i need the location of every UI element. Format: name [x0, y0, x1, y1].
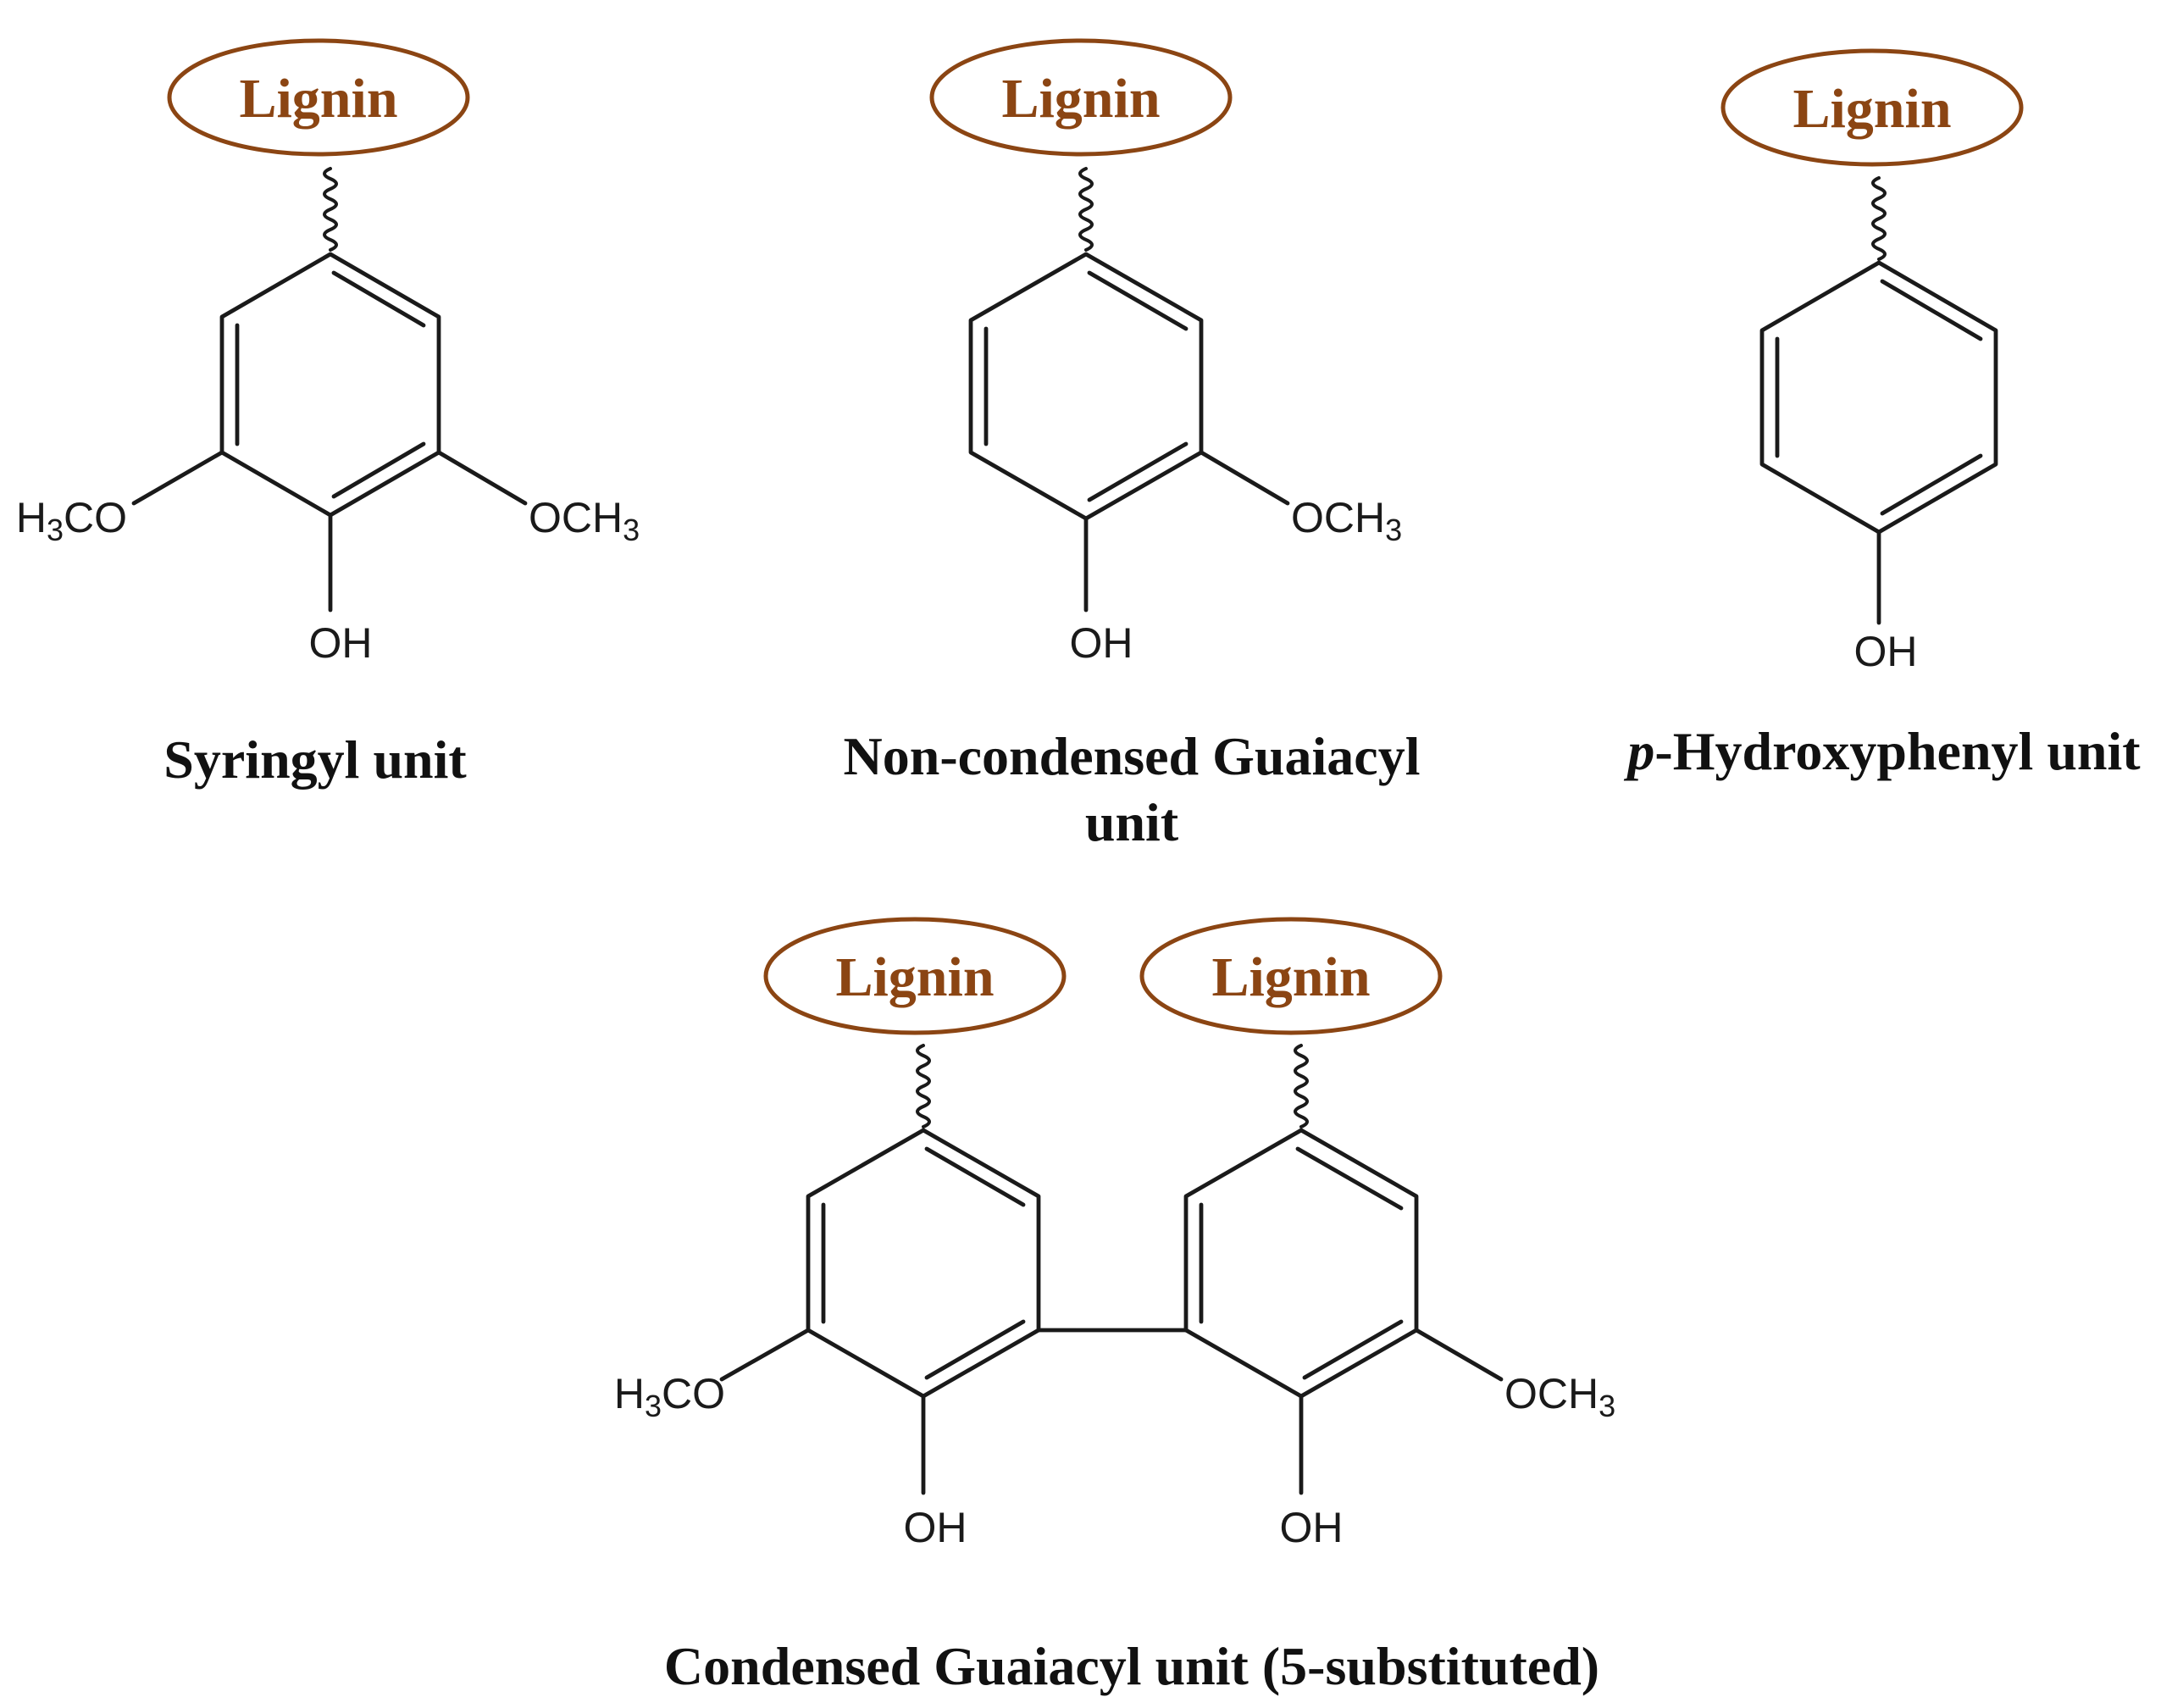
lignin-label: Lignin — [835, 946, 994, 1008]
methoxy-bond — [1199, 450, 1290, 506]
hydroxyphenyl-structure: Lignin OH — [1720, 48, 2024, 675]
lignin-label: Lignin — [1211, 946, 1370, 1008]
lignin-oval — [1139, 917, 1443, 1035]
methoxy-bond-right — [1414, 1328, 1504, 1382]
lignin-oval — [763, 917, 1067, 1035]
hydroxyl-group: OH — [1854, 628, 1918, 675]
methoxy-group-right: OCH3 — [529, 494, 640, 547]
methoxy-bond-left — [719, 1328, 811, 1382]
inner-double-bonds — [1775, 279, 1983, 516]
lignin-badge: Lignin — [1720, 48, 2024, 167]
lignin-badge-left: Lignin — [763, 917, 1067, 1035]
lignin-badge: Lignin — [929, 38, 1233, 157]
guaiacyl-caption-line2: unit — [1085, 792, 1179, 852]
lignin-badge-right: Lignin — [1139, 917, 1443, 1035]
hydroxyl-group: OH — [1070, 619, 1133, 667]
syringyl-caption: Syringyl unit — [163, 729, 467, 790]
lignin-oval — [1720, 48, 2024, 167]
benzene-ring — [968, 252, 1204, 521]
wavy-bond — [1078, 167, 1094, 252]
inner-double-bonds-left — [821, 1146, 1026, 1380]
methoxy-bond-left — [131, 450, 224, 506]
methoxy-group-left: H3CO — [614, 1370, 725, 1423]
condensed-structure: Lignin H3CO OH Lignin OCH3 OH — [614, 917, 1615, 1551]
hydroxyl-group: OH — [309, 619, 373, 667]
lignin-badge: Lignin — [167, 38, 470, 157]
wavy-bond-left — [916, 1044, 931, 1128]
benzene-ring — [1759, 260, 1998, 535]
inner-double-bonds — [235, 270, 426, 499]
guaiacyl-structure: Lignin OCH3 OH — [929, 38, 1402, 667]
syringyl-structure: Lignin H3CO OCH3 OH — [16, 38, 640, 667]
inner-double-bonds-right — [1199, 1146, 1404, 1380]
methoxy-group-right: OCH3 — [1291, 494, 1402, 547]
wavy-bond — [323, 167, 338, 252]
lignin-oval — [929, 38, 1233, 157]
methoxy-bond-right — [436, 450, 528, 506]
lignin-label: Lignin — [239, 68, 397, 130]
guaiacyl-caption-line1: Non-condensed Guaiacyl — [844, 726, 1421, 786]
lignin-label: Lignin — [1792, 78, 1951, 140]
methoxy-group-left: H3CO — [16, 494, 127, 547]
condensed-caption: Condensed Guaiacyl unit (5-substituted) — [664, 1636, 1599, 1696]
hydroxyl-group-right: OH — [1280, 1504, 1344, 1551]
hydroxyphenyl-caption: p-Hydroxyphenyl unit — [1623, 721, 2141, 781]
benzene-ring-left — [806, 1128, 1041, 1399]
lignin-oval — [167, 38, 470, 157]
wavy-bond — [1871, 176, 1887, 261]
inner-double-bonds — [983, 270, 1189, 502]
wavy-bond-right — [1294, 1044, 1309, 1128]
benzene-ring-right — [1183, 1128, 1419, 1399]
hydroxyl-group-left: OH — [904, 1504, 967, 1551]
lignin-label: Lignin — [1001, 68, 1160, 130]
benzene-ring — [219, 252, 441, 518]
methoxy-group-right: OCH3 — [1504, 1370, 1615, 1423]
